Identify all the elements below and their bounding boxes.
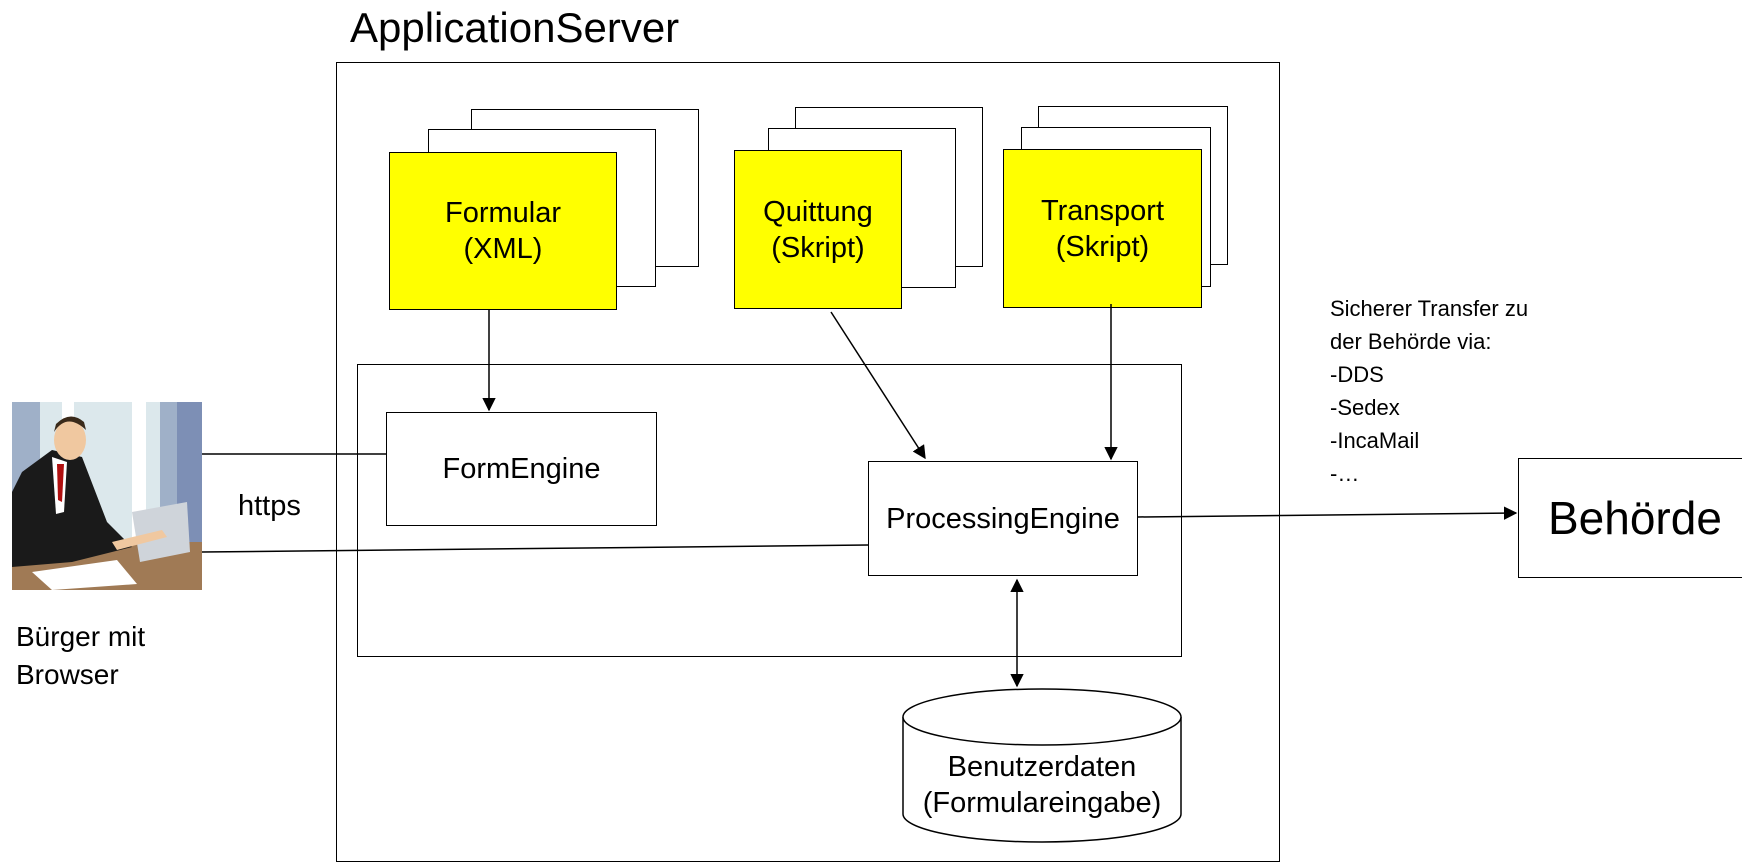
form-engine-box[interactable]: FormEngine	[386, 412, 657, 526]
processing-engine-box[interactable]: ProcessingEngine	[868, 461, 1138, 576]
transfer-note-line: -…	[1330, 461, 1360, 486]
formular-label-line1: Formular	[444, 197, 561, 229]
formular-component[interactable]: Formular (XML)	[389, 152, 617, 310]
engine-container	[357, 364, 1182, 657]
server-title: ApplicationServer	[350, 4, 680, 51]
database-label-line2: (Formulareingabe)	[922, 787, 1162, 819]
transport-label-line2: (Skript)	[1055, 230, 1150, 263]
transfer-note-line: Sicherer Transfer zu	[1330, 296, 1529, 321]
database-label-line1: Benutzerdaten	[947, 751, 1137, 783]
quittung-component[interactable]: Quittung (Skript)	[734, 150, 902, 309]
transfer-note-line: -Sedex	[1330, 395, 1400, 420]
transport-component[interactable]: Transport (Skript)	[1003, 149, 1202, 308]
transfer-note-line: der Behörde via:	[1330, 329, 1492, 354]
quittung-label-line2: (Skript)	[771, 231, 865, 264]
transfer-note-line: -IncaMail	[1330, 428, 1420, 453]
transfer-note: Sicherer Transfer zu der Behörde via: -D…	[1330, 292, 1528, 490]
form-engine-label: FormEngine	[442, 453, 601, 485]
user-label-line2: Browser	[16, 659, 119, 690]
businessman-at-laptop-icon	[12, 402, 202, 590]
user-label: Bürger mit Browser	[16, 618, 145, 694]
processing-engine-label: ProcessingEngine	[886, 502, 1120, 535]
https-label: https	[238, 490, 301, 522]
database-label: Benutzerdaten (Formulareingabe)	[903, 740, 1181, 830]
authority-box[interactable]: Behörde	[1518, 458, 1742, 578]
user-label-line1: Bürger mit	[16, 621, 146, 652]
quittung-label-line1: Quittung	[763, 195, 873, 228]
formular-label-line2: (XML)	[463, 233, 543, 265]
transfer-note-line: -DDS	[1330, 362, 1384, 387]
user-illustration	[12, 402, 202, 590]
transport-label-line1: Transport	[1040, 194, 1165, 227]
authority-label: Behörde	[1548, 492, 1722, 544]
